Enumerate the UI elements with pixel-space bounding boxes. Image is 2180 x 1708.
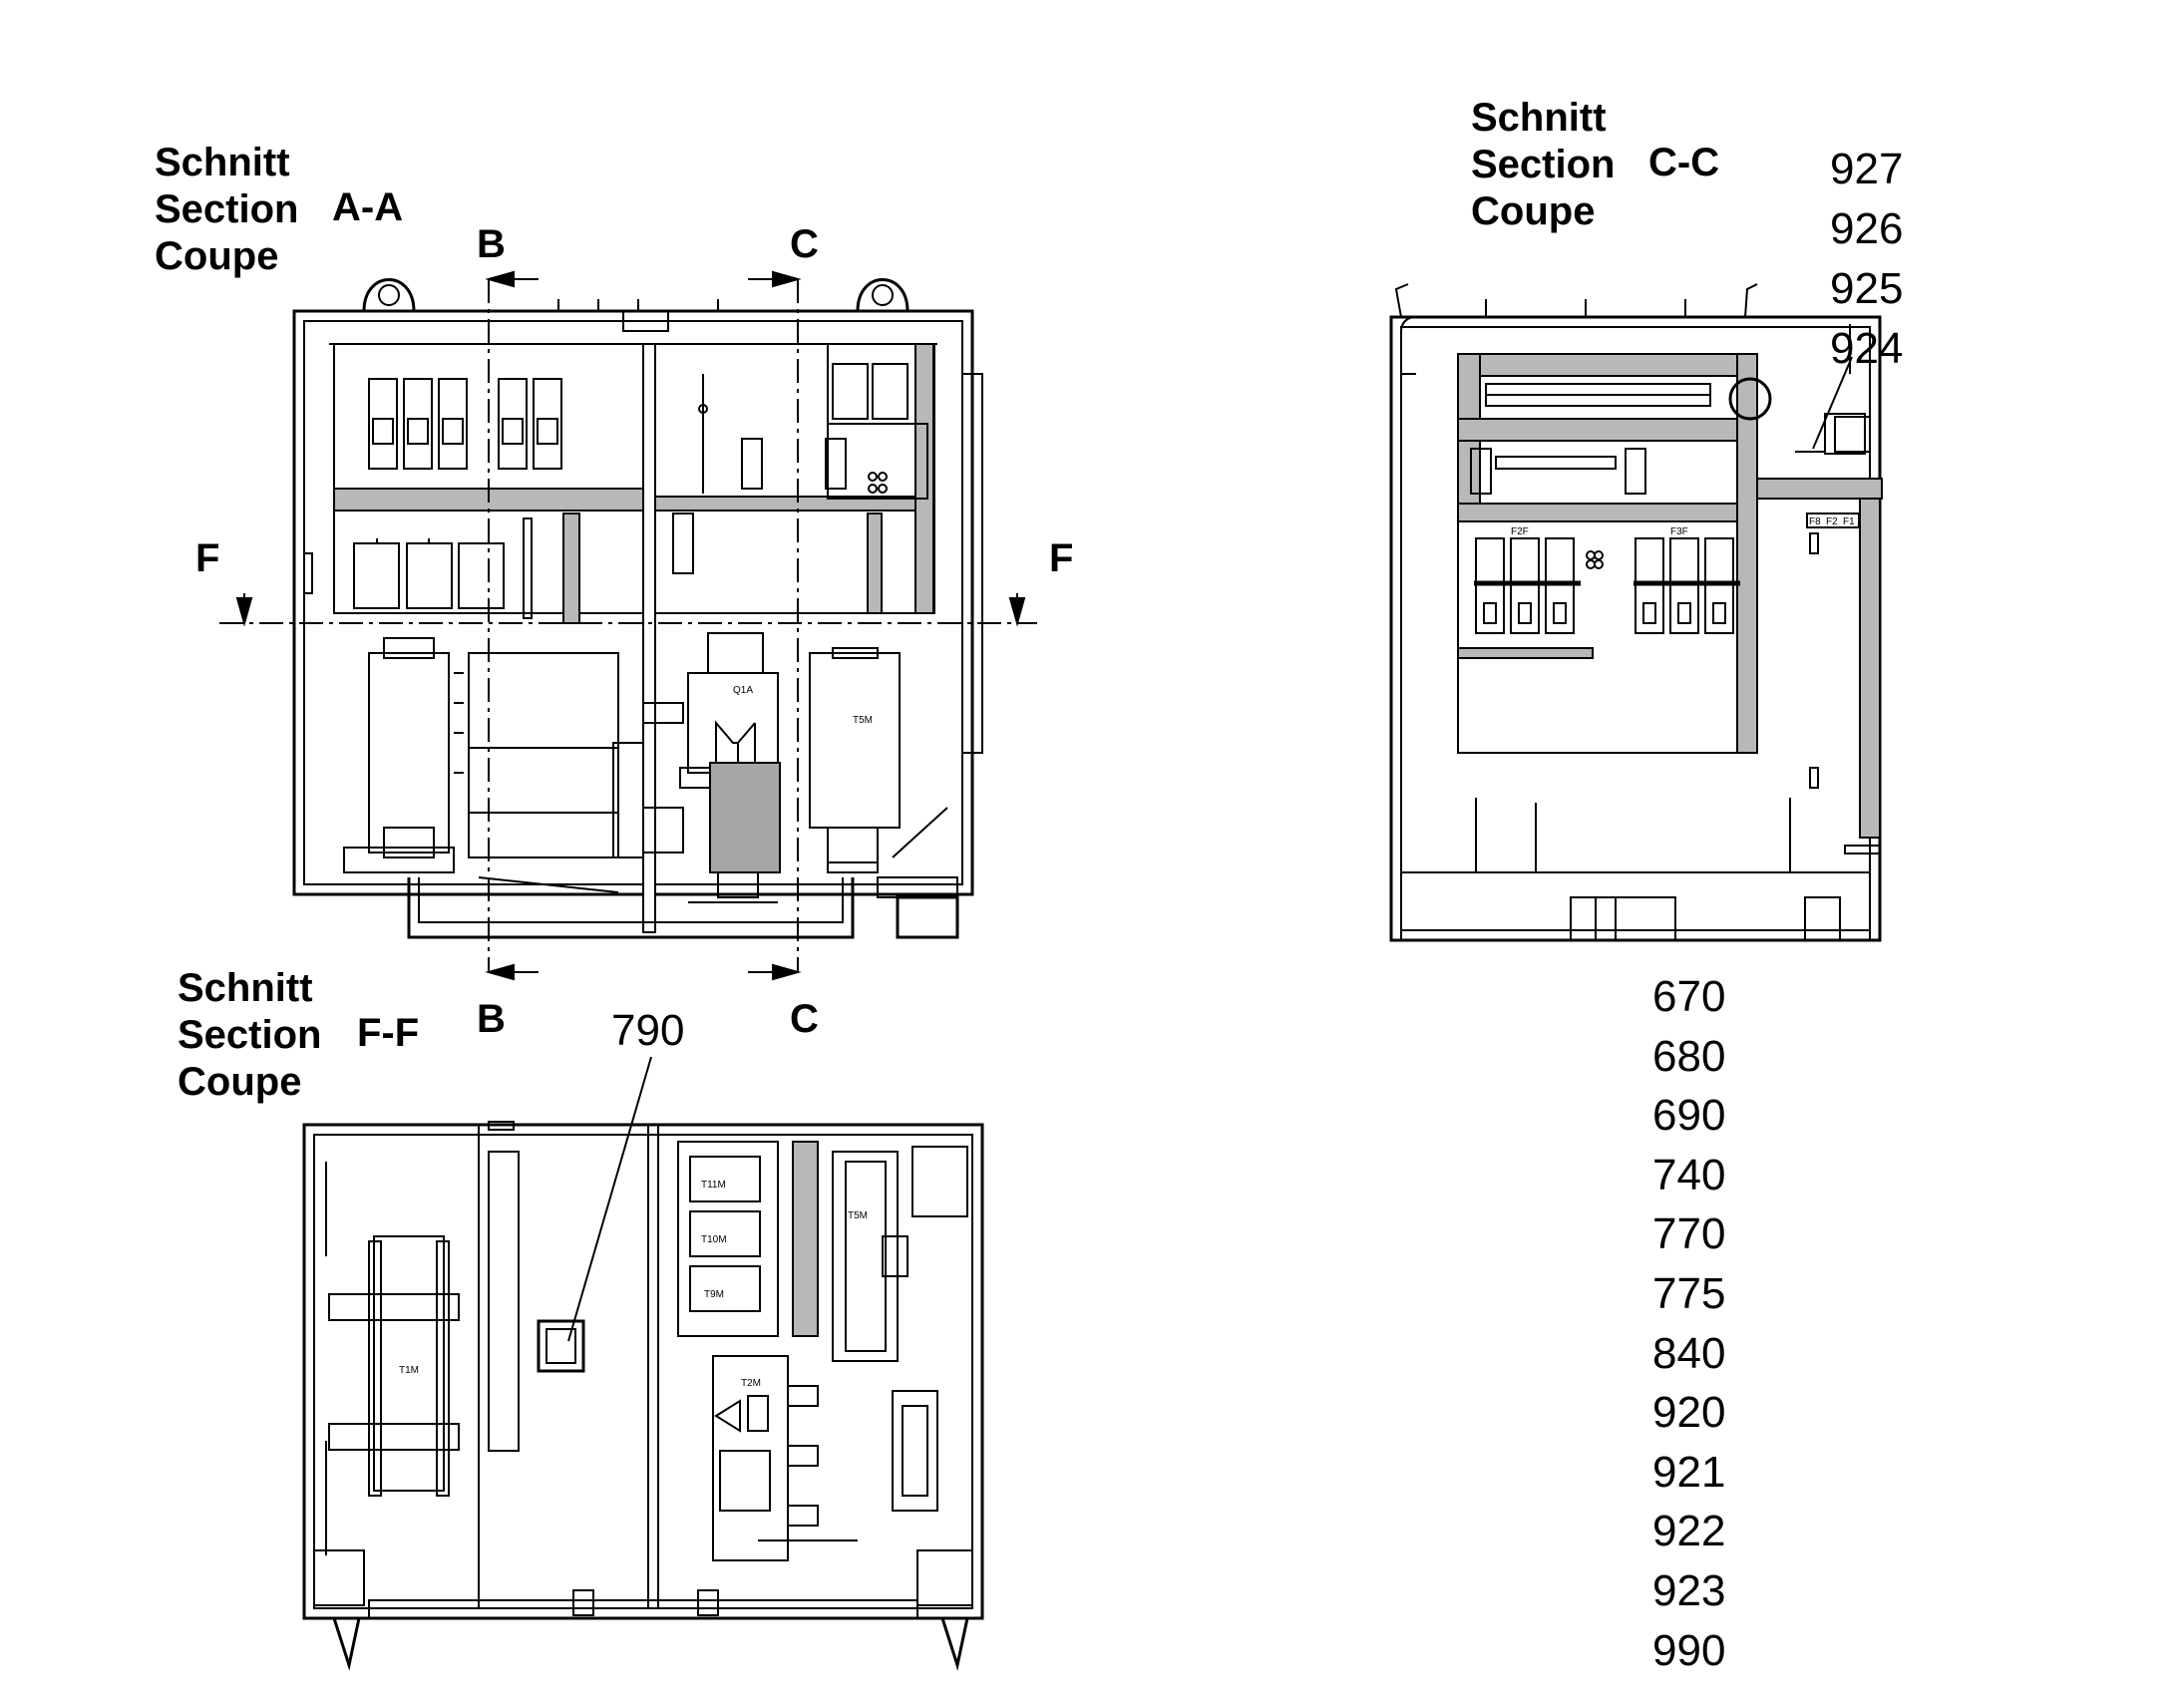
cut-mark-c-bottom: C: [790, 997, 819, 1041]
label-f2: F2: [1826, 516, 1838, 527]
label-t5m-ff: T5M: [848, 1210, 868, 1221]
section-ff-line-1: Schnitt: [178, 966, 313, 1010]
cut-mark-f-right: F: [1049, 536, 1074, 580]
section-cc-title: Schnitt Section Coupe: [1471, 95, 1615, 235]
section-cc-line-2: Section: [1471, 143, 1616, 186]
section-ff-view: T11M T10M T9M T5M T1M T2M: [302, 1056, 984, 1671]
cut-mark-b-top: B: [477, 222, 506, 266]
part-number: 920: [1652, 1388, 1726, 1438]
section-aa-title: Schnitt Section Coupe: [155, 140, 298, 280]
label-q1a: Q1A: [733, 685, 753, 696]
part-number: 670: [1652, 972, 1726, 1021]
section-aa-view: Q1A T5M: [219, 270, 1037, 981]
part-number: 921: [1652, 1447, 1726, 1497]
section-aa-line-2: Section: [155, 187, 299, 231]
label-t2m: T2M: [741, 1378, 761, 1389]
cut-mark-f-left: F: [195, 536, 220, 580]
section-cc-line-1: Schnitt: [1471, 96, 1607, 140]
part-number: 690: [1652, 1091, 1726, 1141]
part-number: 923: [1652, 1565, 1726, 1615]
part-number: 922: [1652, 1507, 1726, 1556]
part-number: 740: [1652, 1150, 1726, 1199]
part-number: 680: [1652, 1031, 1726, 1081]
part-number: 927: [1830, 145, 1904, 193]
callout-790: 790: [611, 1006, 685, 1055]
part-number: 770: [1652, 1209, 1726, 1259]
label-t1m: T1M: [399, 1365, 419, 1376]
label-t10m: T10M: [701, 1234, 727, 1245]
section-ff-line-2: Section: [178, 1013, 322, 1057]
part-number: 926: [1830, 204, 1904, 253]
part-number: 990: [1652, 1625, 1726, 1675]
label-t5m-aa: T5M: [853, 715, 873, 726]
part-number: 924: [1830, 324, 1904, 373]
section-aa-tag: A-A: [332, 185, 404, 229]
part-numbers-list: 670 680 690 740 770 775 840 920 921 922 …: [1652, 967, 1725, 1680]
label-f2f: F2F: [1511, 526, 1529, 537]
label-t9m: T9M: [704, 1289, 724, 1300]
part-number: 925: [1830, 264, 1904, 313]
section-ff-line-3: Coupe: [178, 1060, 302, 1104]
label-t11m: T11M: [701, 1180, 726, 1191]
section-ff-tag: F-F: [357, 1011, 420, 1055]
section-aa-line-1: Schnitt: [155, 141, 290, 184]
label-f8: F8: [1809, 516, 1821, 527]
section-cc-tag: C-C: [1648, 141, 1720, 184]
label-f3f: F3F: [1670, 526, 1688, 537]
cut-mark-c-top: C: [790, 222, 819, 266]
part-number: 840: [1652, 1328, 1726, 1378]
part-number: 775: [1652, 1268, 1726, 1318]
section-ff-title: Schnitt Section Coupe: [178, 965, 321, 1106]
label-f1: F1: [1843, 516, 1855, 527]
cut-mark-b-bottom: B: [477, 997, 506, 1041]
part-numbers-top: 927 926 925 924: [1830, 140, 1903, 379]
section-cc-line-3: Coupe: [1471, 189, 1596, 233]
section-aa-line-3: Coupe: [155, 234, 279, 278]
section-cc-view: F2F F3F F8 F2 F1: [1389, 283, 1883, 942]
